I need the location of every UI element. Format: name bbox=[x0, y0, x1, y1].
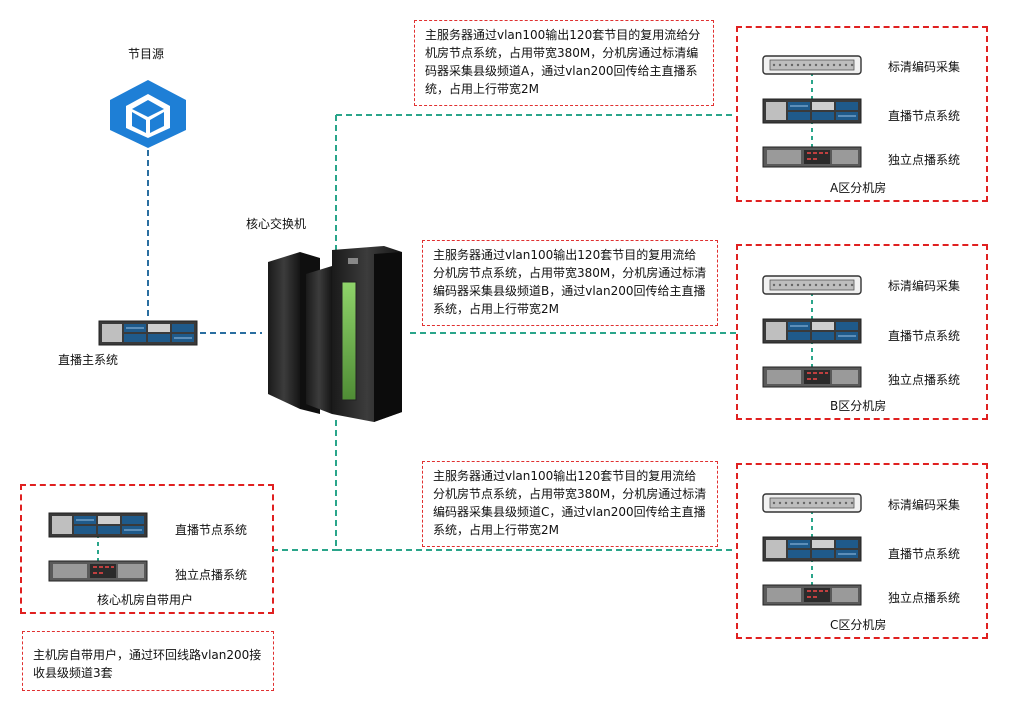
core-room-vod-icon bbox=[48, 560, 148, 582]
room-c-device-2: 直播节点系统 bbox=[888, 547, 961, 561]
room-a-device-2: 直播节点系统 bbox=[888, 109, 961, 123]
cube-icon bbox=[106, 78, 190, 150]
room-a-box bbox=[736, 26, 988, 202]
room-c-vod-icon bbox=[762, 584, 862, 606]
room-a-server-icon bbox=[762, 98, 862, 124]
core-room-server-icon bbox=[48, 512, 148, 538]
room-b-vod-icon bbox=[762, 366, 862, 388]
room-b-box bbox=[736, 244, 988, 420]
room-b-encoder-icon bbox=[762, 274, 862, 296]
core-room-device-2: 独立点播系统 bbox=[175, 568, 248, 582]
core-switch-label: 核心交换机 bbox=[246, 217, 307, 231]
room-b-device-3: 独立点播系统 bbox=[888, 373, 961, 387]
room-c-note: 主服务器通过vlan100输出120套节目的复用流给分机房节点系统，占用带宽38… bbox=[422, 461, 718, 547]
main-system-server-icon bbox=[96, 320, 200, 346]
room-c-encoder-icon bbox=[762, 492, 862, 514]
core-room-note: 主机房自带用户，通过环回线路vlan200接收县级频道3套 bbox=[22, 631, 274, 691]
source-label: 节目源 bbox=[128, 47, 165, 61]
room-a-device-3: 独立点播系统 bbox=[888, 153, 961, 167]
main-system-label: 直播主系统 bbox=[58, 353, 119, 367]
room-b-server-icon bbox=[762, 318, 862, 344]
room-b-note: 主服务器通过vlan100输出120套节目的复用流给分机房节点系统，占用带宽38… bbox=[422, 240, 718, 326]
room-c-device-1: 标清编码采集 bbox=[888, 498, 961, 512]
room-c-name: C区分机房 bbox=[830, 618, 887, 632]
room-a-note: 主服务器通过vlan100输出120套节目的复用流给分机房节点系统，占用带宽38… bbox=[414, 20, 714, 106]
room-b-device-1: 标清编码采集 bbox=[888, 279, 961, 293]
core-room-name: 核心机房自带用户 bbox=[97, 593, 194, 607]
room-b-name: B区分机房 bbox=[830, 399, 887, 413]
room-a-encoder-icon bbox=[762, 54, 862, 76]
rack-server-icon bbox=[262, 244, 412, 424]
room-a-name: A区分机房 bbox=[830, 181, 887, 195]
room-a-device-1: 标清编码采集 bbox=[888, 60, 961, 74]
room-c-server-icon bbox=[762, 536, 862, 562]
room-c-device-3: 独立点播系统 bbox=[888, 591, 961, 605]
core-room-box bbox=[20, 484, 274, 614]
room-b-device-2: 直播节点系统 bbox=[888, 329, 961, 343]
room-c-box bbox=[736, 463, 988, 639]
core-room-device-1: 直播节点系统 bbox=[175, 523, 248, 537]
room-a-vod-icon bbox=[762, 146, 862, 168]
